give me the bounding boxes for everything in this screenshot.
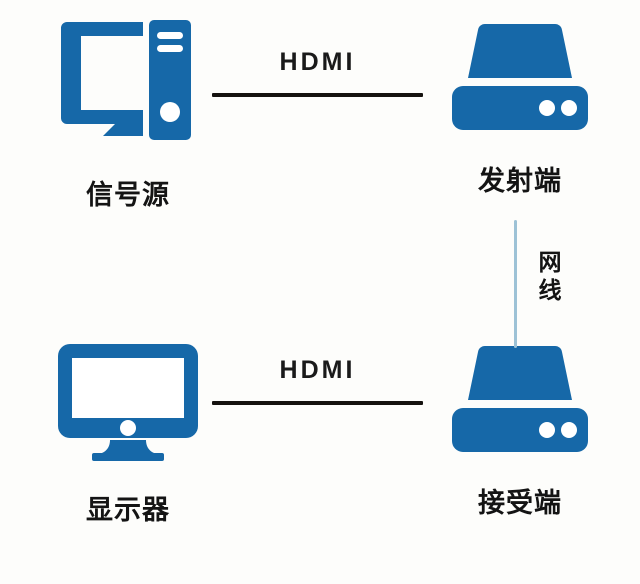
link-lan: 网线 xyxy=(505,220,595,348)
link-line-hdmi-top xyxy=(212,93,423,97)
node-receiver: 接受端 xyxy=(430,342,610,517)
link-hdmi-top: HDMI xyxy=(212,50,423,97)
node-display: 显示器 xyxy=(38,340,218,524)
receiver-box-icon xyxy=(452,345,588,452)
link-label-hdmi-bottom: HDMI xyxy=(279,356,356,384)
node-label-signal-source: 信号源 xyxy=(86,180,170,210)
node-transmitter: 发射端 xyxy=(430,20,610,195)
node-label-transmitter: 发射端 xyxy=(478,166,562,196)
node-label-receiver: 接受端 xyxy=(478,488,562,518)
link-line-hdmi-bottom xyxy=(212,401,423,405)
desktop-computer-icon xyxy=(61,20,191,140)
monitor-icon xyxy=(58,344,198,461)
link-label-lan: 网线 xyxy=(538,249,562,304)
link-line-lan xyxy=(514,220,517,348)
link-label-hdmi-top: HDMI xyxy=(279,48,356,76)
transmitter-box-icon xyxy=(452,23,588,130)
node-label-display: 显示器 xyxy=(86,495,170,525)
link-hdmi-bottom: HDMI xyxy=(212,358,423,405)
node-signal-source: 信号源 xyxy=(38,12,218,209)
